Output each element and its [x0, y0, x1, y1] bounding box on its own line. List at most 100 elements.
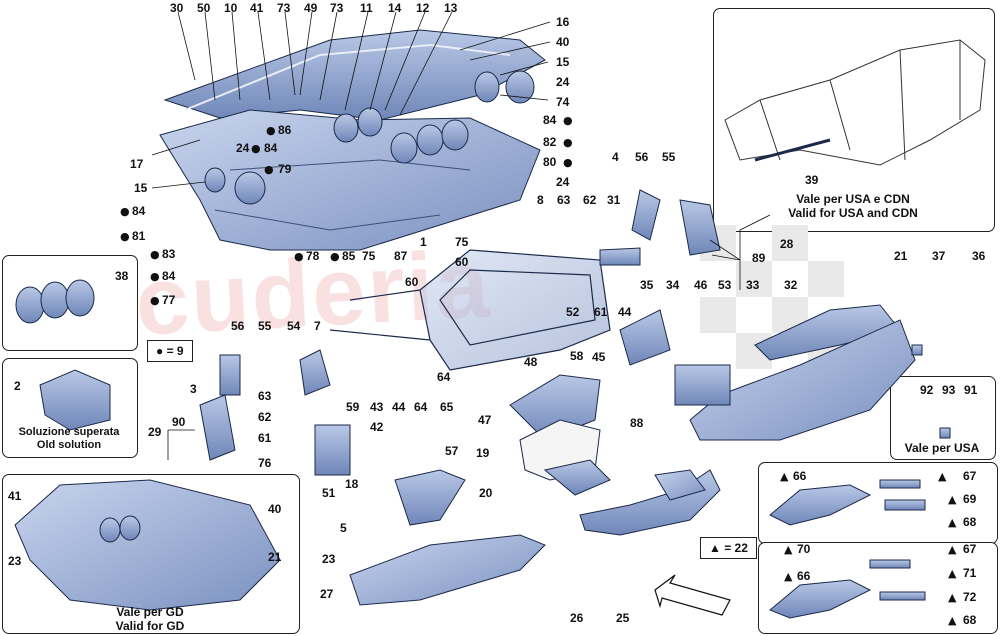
callout-64b: 64 [414, 400, 428, 414]
callout-21: 21 [894, 249, 908, 263]
callout-30: 30 [170, 1, 184, 15]
usa-cdn-caption-en: Valid for USA and CDN [788, 206, 918, 220]
dot-marker: ● [120, 230, 130, 243]
callout-63b: 63 [258, 389, 272, 403]
callout-67: 67 [963, 469, 977, 483]
callout-49: 49 [304, 1, 318, 15]
gd-dashboard-part [14, 479, 281, 611]
callout-91: 91 [964, 383, 978, 397]
old-solution-caption: Soluzione superata Old solution [4, 426, 134, 452]
callout-84d: 84 [162, 269, 176, 283]
callout-24c: 24 [236, 141, 250, 155]
callout-42: 42 [370, 420, 384, 434]
callout-88: 88 [630, 416, 644, 430]
triangle-inset-parts [769, 479, 926, 619]
callout-56: 56 [635, 150, 649, 164]
callout-78: 78 [306, 249, 320, 263]
callout-43: 43 [370, 400, 384, 414]
dot-marker: ● [563, 136, 573, 149]
callout-39: 39 [805, 173, 819, 187]
callout-63: 63 [557, 193, 571, 207]
callout-81: 81 [132, 229, 146, 243]
usa-only-part [939, 427, 951, 439]
triangle-marker: ▲ [948, 516, 957, 529]
callout-25: 25 [616, 611, 630, 625]
callout-51: 51 [322, 486, 336, 500]
callout-3: 3 [190, 382, 197, 396]
callout-17: 17 [130, 157, 144, 171]
callout-71: 71 [963, 566, 977, 580]
callout-4: 4 [612, 150, 619, 164]
callout-28: 28 [780, 237, 794, 251]
callout-23: 23 [322, 552, 336, 566]
callout-11: 11 [360, 1, 373, 15]
triangle-marker: ▲ [948, 614, 957, 627]
callout-76: 76 [258, 456, 272, 470]
callout-36: 36 [972, 249, 986, 263]
callout-60b: 60 [405, 275, 419, 289]
triangle-marker: ▲ [948, 567, 957, 580]
callout-66: 66 [793, 469, 807, 483]
dot-marker: ● [251, 142, 261, 155]
callout-23b: 23 [8, 554, 22, 568]
triangle-marker: ▲ [938, 470, 947, 483]
dot-marker: ● [150, 294, 160, 307]
callout-21b: 21 [268, 550, 282, 564]
callout-61: 61 [258, 431, 272, 445]
callout-75: 75 [455, 235, 469, 249]
callout-86: 86 [278, 123, 292, 137]
triangle-parts-inset-box-upper [758, 462, 998, 544]
gd-caption-en: Valid for GD [115, 619, 185, 633]
callout-10: 10 [224, 1, 238, 15]
callout-26: 26 [570, 611, 584, 625]
usa-only-inset-box [890, 376, 996, 460]
dot-marker: ● [266, 124, 276, 137]
gd-caption-it: Vale per GD [116, 605, 184, 619]
inset-vents [15, 279, 95, 324]
callout-73: 73 [277, 1, 291, 15]
callout-41b: 41 [8, 489, 22, 503]
callout-44c: 44 [618, 305, 632, 319]
callout-44: 44 [392, 400, 406, 414]
callout-27: 27 [320, 587, 334, 601]
leader-lines [151, 11, 771, 460]
front-direction-arrow [654, 574, 731, 616]
callout-66b: 66 [797, 569, 811, 583]
dot-marker: ● [563, 114, 573, 127]
right-lower-panels [579, 304, 916, 536]
callout-40: 40 [556, 35, 570, 49]
callout-61b: 61 [594, 305, 608, 319]
usa-cdn-caption: Vale per USA e CDN Valid for USA and CDN [763, 192, 943, 220]
triangle-marker: ▲ [948, 591, 957, 604]
callout-13: 13 [444, 1, 458, 15]
callout-47: 47 [478, 413, 492, 427]
callout-20: 20 [479, 486, 493, 500]
callout-50: 50 [197, 1, 211, 15]
callout-58: 58 [570, 349, 584, 363]
callout-38: 38 [115, 269, 129, 283]
callout-84c: 84 [132, 204, 146, 218]
callout-24b: 24 [556, 175, 570, 189]
usa-only-caption: Vale per USA [892, 441, 992, 455]
callout-68b: 68 [963, 613, 977, 627]
dot-marker: ● [330, 250, 340, 263]
callout-46: 46 [694, 278, 708, 292]
callout-83: 83 [162, 247, 176, 261]
callout-52: 52 [566, 305, 580, 319]
callout-64: 64 [437, 370, 451, 384]
dot-legend: ● = 9 [147, 340, 193, 362]
callout-8: 8 [537, 193, 544, 207]
callout-68: 68 [963, 515, 977, 529]
callout-80: 80 [543, 155, 557, 169]
callout-85: 85 [342, 249, 356, 263]
callout-41: 41 [250, 1, 264, 15]
callout-84: 84 [543, 113, 557, 127]
callout-2: 2 [14, 379, 21, 393]
callout-56b: 56 [231, 319, 245, 333]
callout-48: 48 [524, 355, 538, 369]
callout-15: 15 [556, 55, 570, 69]
triangle-marker: ▲ [784, 543, 793, 556]
callout-89: 89 [752, 251, 766, 265]
